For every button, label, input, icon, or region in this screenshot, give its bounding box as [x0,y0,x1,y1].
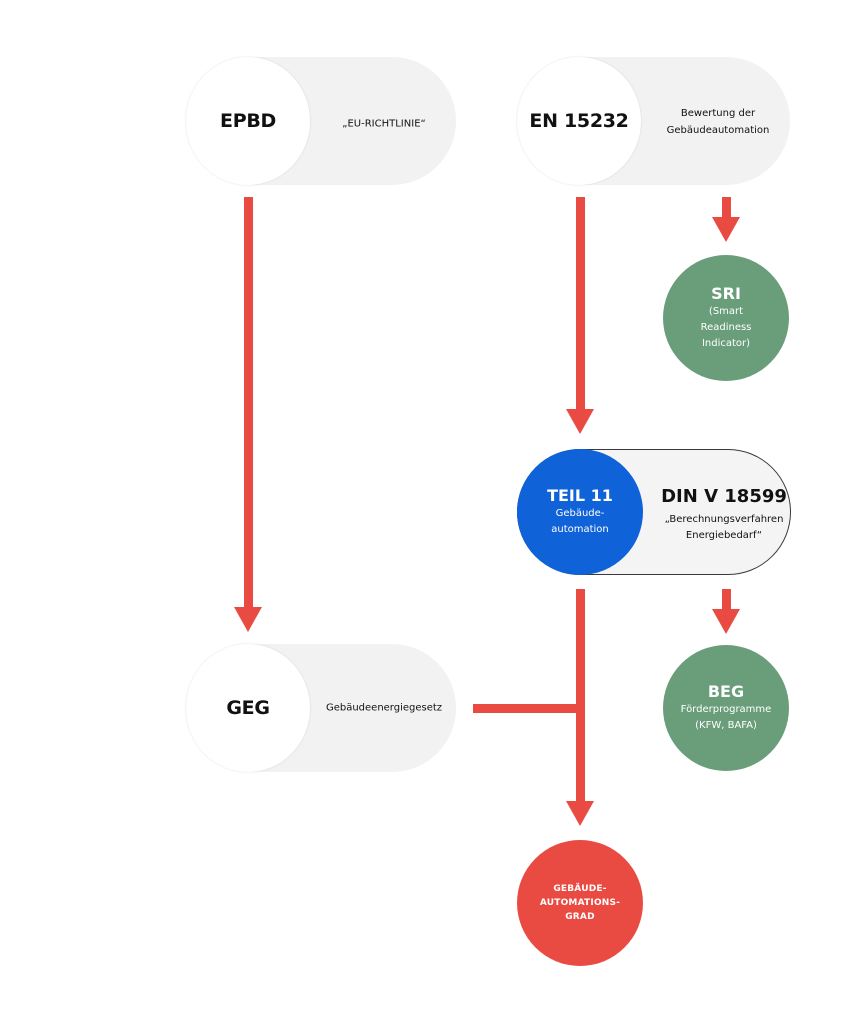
epbd-circle: EPBD [186,57,310,185]
geg-circle: GEG [186,644,310,772]
teil11-line1: Gebäude- [555,508,605,519]
beg-title: BEG [707,682,745,701]
result-circle: GEBÄUDE- AUTOMATIONS- GRAD [517,840,643,966]
arrow-en15232-sri-shaft [722,197,731,219]
teil11-title: TEIL 11 [547,486,613,505]
geg-description: Gebäudeenergiegesetz [325,702,443,714]
arrow-din-beg-head [712,609,740,634]
teil11-line2: automation [551,524,609,535]
geg-code: GEG [226,697,270,719]
sri-line2: Readiness [700,322,752,333]
epbd-description: „EU-RICHTLINIE“ [342,118,426,130]
en15232-code: EN 15232 [529,110,629,132]
arrow-din-result-shaft [576,589,585,803]
arrow-epbd-geg-head [234,607,262,632]
sri-line1: (Smart [708,306,744,317]
beg-line2: (KFW, BAFA) [695,720,757,731]
result-line3: GRAD [565,912,595,922]
result-line2: AUTOMATIONS- [539,898,621,908]
en15232-description-line2: Gebäudeautomation [666,125,770,136]
en15232-description: Bewertung der Gebäudeautomation [667,105,770,139]
sri-title: SRI [711,284,741,303]
din-title: DIN V 18599 [661,486,787,507]
en15232-description-line1: Bewertung der [680,108,756,119]
beg-circle: BEG Förderprogramme (KFW, BAFA) [663,645,789,771]
din-description-line2: Energiebedarf“ [685,530,763,541]
epbd-code: EPBD [220,110,276,132]
sri-line3: Indicator) [701,338,751,349]
arrow-en15232-sri-head [712,217,740,242]
arrow-din-beg-shaft [722,589,731,611]
en15232-circle: EN 15232 [517,57,641,185]
arrow-epbd-geg-shaft [244,197,253,609]
arrow-en15232-din-head [566,409,594,434]
beg-line1: Förderprogramme [680,704,772,715]
teil11-circle: TEIL 11 Gebäude- automation [517,449,643,575]
din-description: „Berechnungsverfahren Energiebedarf“ [665,512,784,544]
result-line1: GEBÄUDE- [553,884,607,894]
arrow-en15232-din-shaft [576,197,585,411]
arrow-din-result-head [566,801,594,826]
din-description-line1: „Berechnungsverfahren [664,514,784,525]
arrow-geg-merge-line [473,704,581,713]
sri-circle: SRI (Smart Readiness Indicator) [663,255,789,381]
